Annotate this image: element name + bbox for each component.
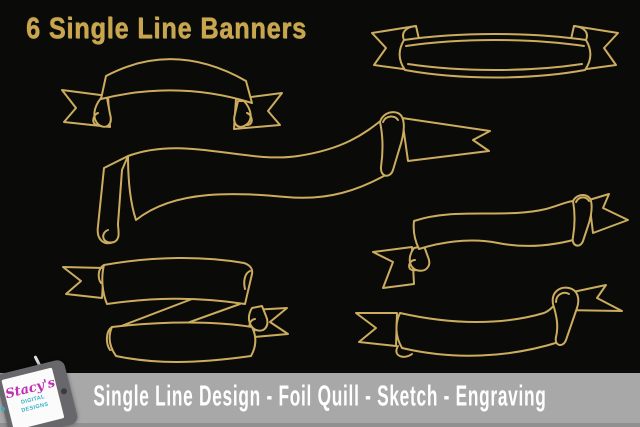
banner-wave-large-icon [96,111,491,245]
banner-arched-icon [61,58,283,130]
banner-straight-icon [371,25,619,79]
tablet-camera-icon [60,387,68,395]
footer-bar: Single Line Design - Foil Quill - Sketch… [0,373,640,427]
footer-tagline: Single Line Design - Foil Quill - Sketch… [93,380,547,413]
page-title: 6 Single Line Banners [26,12,307,45]
banner-zigzag-icon [62,257,289,363]
tablet-screen: Stacy's DIGITAL DESIGNS [1,367,65,427]
tablet-home-dot-icon [1,407,5,411]
banner-curved-icon [355,284,623,358]
banner-wave-icon [372,193,629,289]
brand-logo: Stacy's DIGITAL DESIGNS [0,358,79,427]
